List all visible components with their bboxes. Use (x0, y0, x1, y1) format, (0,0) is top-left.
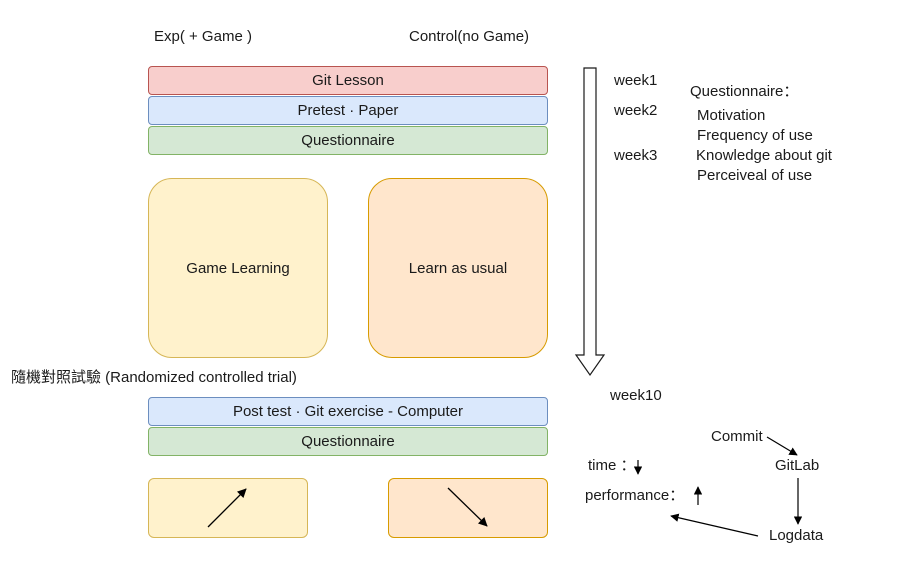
questionnaire-pre-label: Questionnaire (301, 132, 395, 149)
git-lesson-label: Git Lesson (312, 72, 384, 89)
git-lesson-bar[interactable]: Git Lesson (148, 66, 548, 95)
posttest-label: Post test · Git exercise - Computer (232, 403, 464, 420)
logdata-to-performance-arrow (670, 513, 759, 537)
gitlab-label: GitLab (775, 457, 820, 474)
exp-header: Exp( + Game ) (154, 28, 252, 45)
logdata-label: Logdata (769, 527, 824, 544)
questionnaire-pre-bar[interactable]: Questionnaire (148, 126, 548, 155)
game-learning-label: Game Learning (186, 259, 290, 277)
time-label: time ： (588, 457, 636, 474)
week1-label: week1 (614, 72, 658, 89)
performance-label: performance： (585, 487, 685, 504)
week2-label: week2 (614, 102, 658, 119)
commit-to-gitlab-arrow (766, 436, 798, 456)
pretest-bar[interactable]: Pretest · Paper (148, 96, 548, 125)
questionnaire-item: Perceiveal of use (697, 167, 813, 184)
learn-as-usual-box[interactable]: Learn as usual (368, 178, 548, 358)
game-learning-box[interactable]: Game Learning (148, 178, 328, 358)
week3-label: week3 (614, 147, 658, 164)
learn-as-usual-label: Learn as usual (408, 259, 508, 277)
questionnaire-item: Motivation (697, 107, 766, 124)
questionnaire-post-label: Questionnaire (301, 433, 395, 450)
exp-result-box[interactable] (148, 478, 308, 538)
rct-label: 隨機對照試驗 (Randomized controlled trial) (11, 369, 297, 386)
questionnaire-item: Knowledge about git (696, 147, 832, 164)
questionnaire-title: Questionnaire： (690, 83, 799, 100)
control-header: Control(no Game) (409, 28, 530, 45)
control-decrease-arrow (447, 487, 488, 527)
questionnaire-item: Frequency of use (697, 127, 813, 144)
exp-increase-arrow (207, 488, 247, 528)
posttest-bar[interactable]: Post test · Git exercise - Computer (148, 397, 548, 426)
commit-label: Commit (711, 428, 763, 445)
pretest-label: Pretest · Paper (297, 102, 399, 119)
questionnaire-post-bar[interactable]: Questionnaire (148, 427, 548, 456)
week10-label: week10 (610, 387, 662, 404)
timeline-arrow (574, 67, 606, 377)
